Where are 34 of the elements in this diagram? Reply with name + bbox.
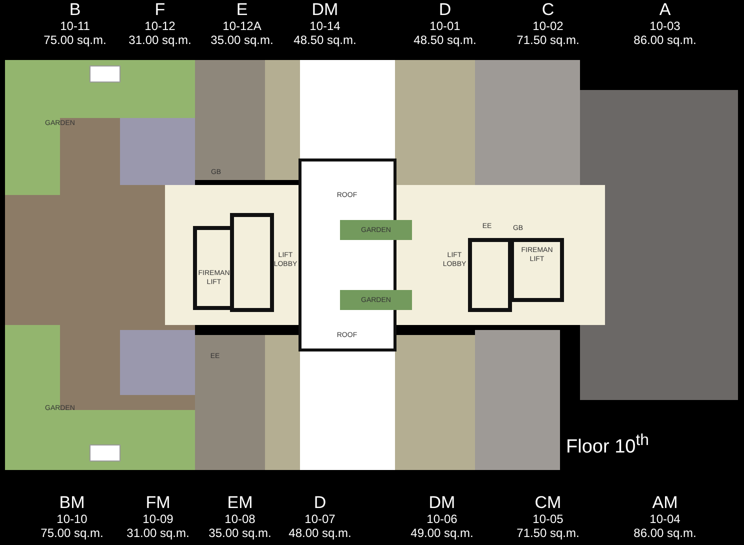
unit-type-label: A: [658, 0, 672, 19]
unit-number: 10-07: [304, 512, 336, 526]
unit-type-label: BM: [58, 493, 86, 512]
unit-type-label: B: [68, 0, 82, 19]
unit-type-label: DM: [428, 493, 456, 512]
unit-type-label: C: [540, 0, 556, 19]
unit-number: 10-03: [648, 19, 682, 33]
unit-type-label: D: [312, 493, 328, 512]
unit-number: 10-10: [56, 512, 88, 526]
unit-number: 10-14: [308, 19, 342, 33]
unit-number: 10-06: [426, 512, 458, 526]
unit-type-label: CM: [534, 493, 562, 512]
unit-type-label: AM: [651, 493, 679, 512]
unit-type-label: FM: [144, 493, 172, 512]
unit-area: 86.00 sq.m.: [610, 33, 720, 47]
unit-number: 10-12: [144, 19, 176, 33]
unit-type-label: EM: [226, 493, 254, 512]
unit-number: 10-05: [532, 512, 564, 526]
unit-number: 10-01: [428, 19, 462, 33]
unit-area: 48.50 sq.m.: [270, 33, 380, 47]
unit-type-label: F: [154, 0, 166, 19]
unit-number: 10-11: [59, 19, 91, 33]
unit-type-label: DM: [310, 0, 340, 19]
unit-number: 10-09: [142, 512, 174, 526]
unit-number: 10-04: [648, 512, 682, 526]
unit-type-label: D: [438, 0, 452, 19]
unit-area: 86.00 sq.m.: [610, 526, 720, 540]
unit-area: 75.00 sq.m.: [20, 33, 130, 47]
floor-title: Floor 10$^{th}$: [566, 432, 649, 458]
unit-number: 10-12A: [222, 19, 262, 33]
unit-number: 10-02: [532, 19, 564, 33]
unit-type-label: E: [235, 0, 249, 19]
unit-area: 75.00 sq.m.: [17, 526, 127, 540]
unit-number: 10-08: [224, 512, 256, 526]
